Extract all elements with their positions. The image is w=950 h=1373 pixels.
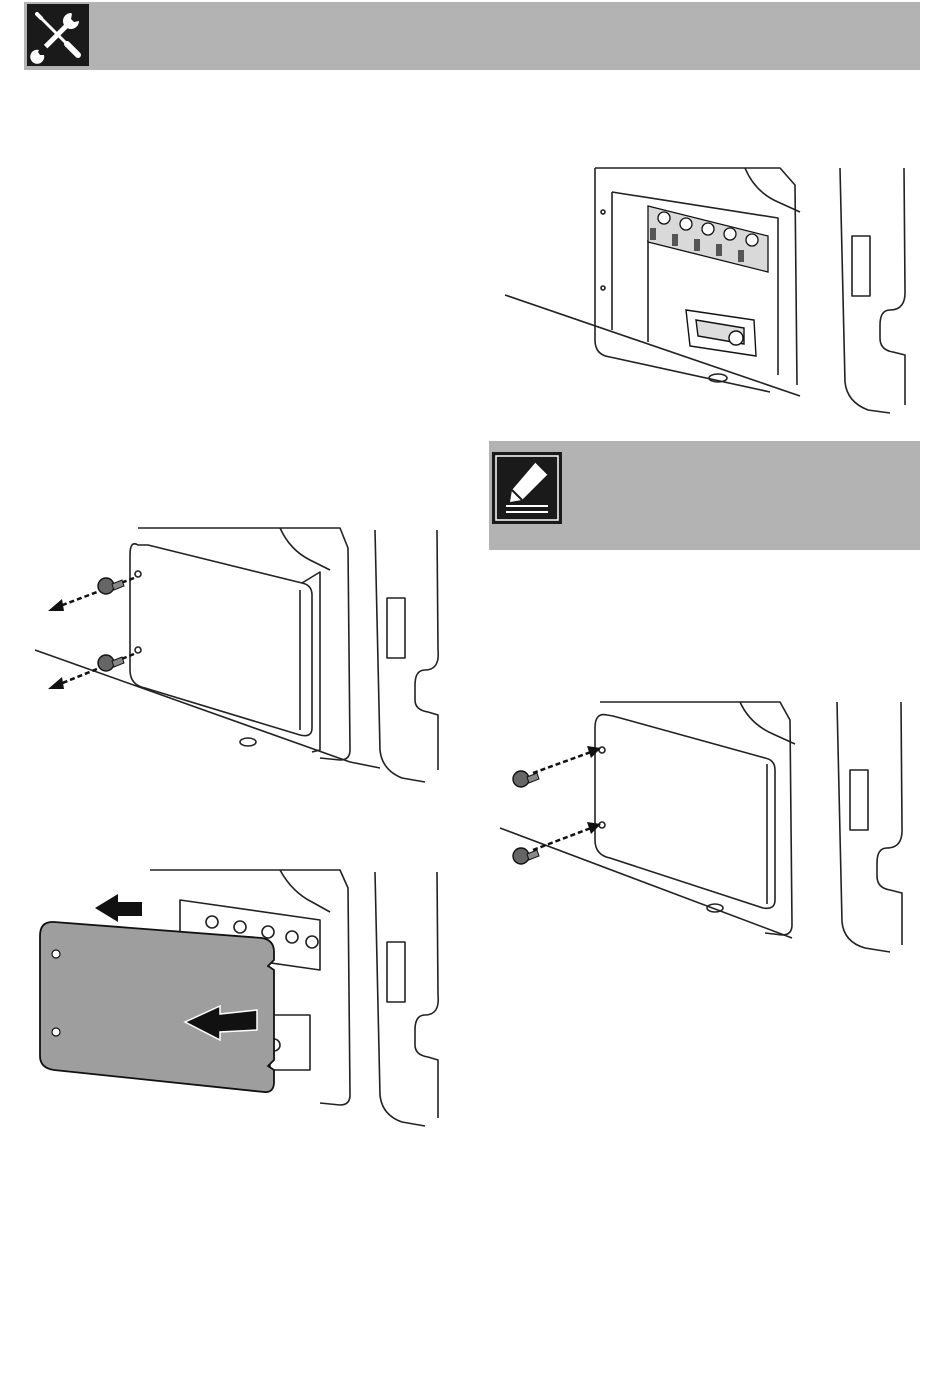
figure-refit-screws: [495, 690, 915, 960]
figure-remove-screws: [30, 520, 450, 780]
header-bar: [24, 2, 920, 70]
tools-icon: [27, 4, 89, 66]
figure-terminal-board: [500, 160, 920, 420]
note-pencil-icon: [492, 452, 562, 524]
figure-remove-cover: [30, 860, 450, 1130]
